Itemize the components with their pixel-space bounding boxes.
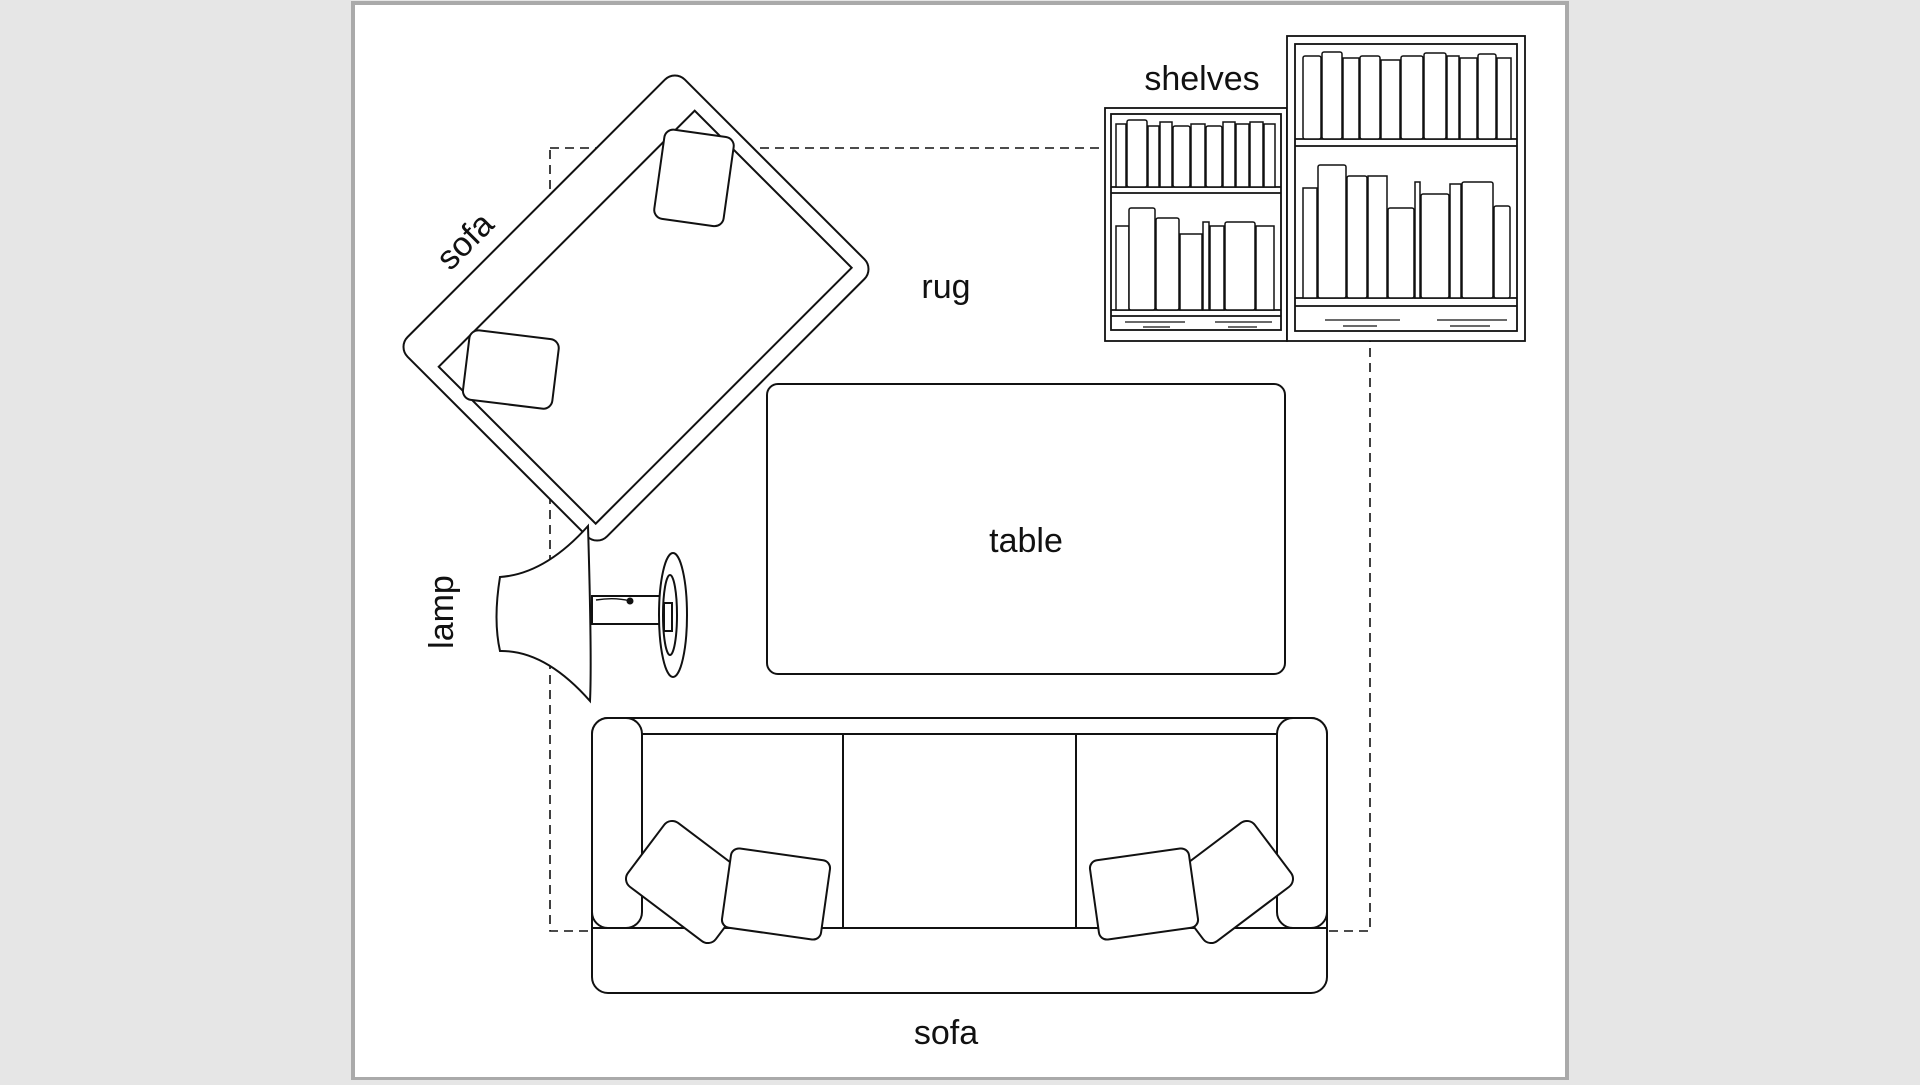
sofa-bottom <box>591 717 1328 994</box>
label-table: table <box>989 522 1063 560</box>
floor-lamp <box>495 523 688 704</box>
sofa-angled <box>402 74 870 542</box>
label-rug: rug <box>921 268 970 306</box>
label-sofa-bottom: sofa <box>914 1014 978 1052</box>
coffee-table <box>766 383 1286 675</box>
label-lamp: lamp <box>423 575 461 649</box>
label-shelves: shelves <box>1144 60 1259 98</box>
shelves-small <box>1104 107 1288 342</box>
shelves-large <box>1286 35 1526 342</box>
